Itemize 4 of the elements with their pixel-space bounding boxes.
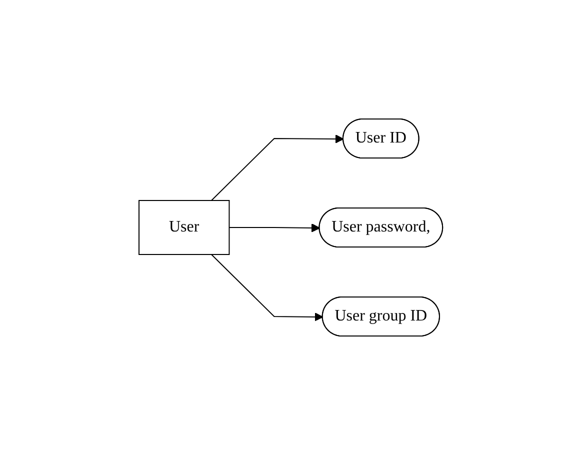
arrow: [211, 134, 344, 201]
node-box: User: [138, 200, 230, 255]
arrow: [211, 254, 324, 322]
arrow: [228, 224, 320, 232]
